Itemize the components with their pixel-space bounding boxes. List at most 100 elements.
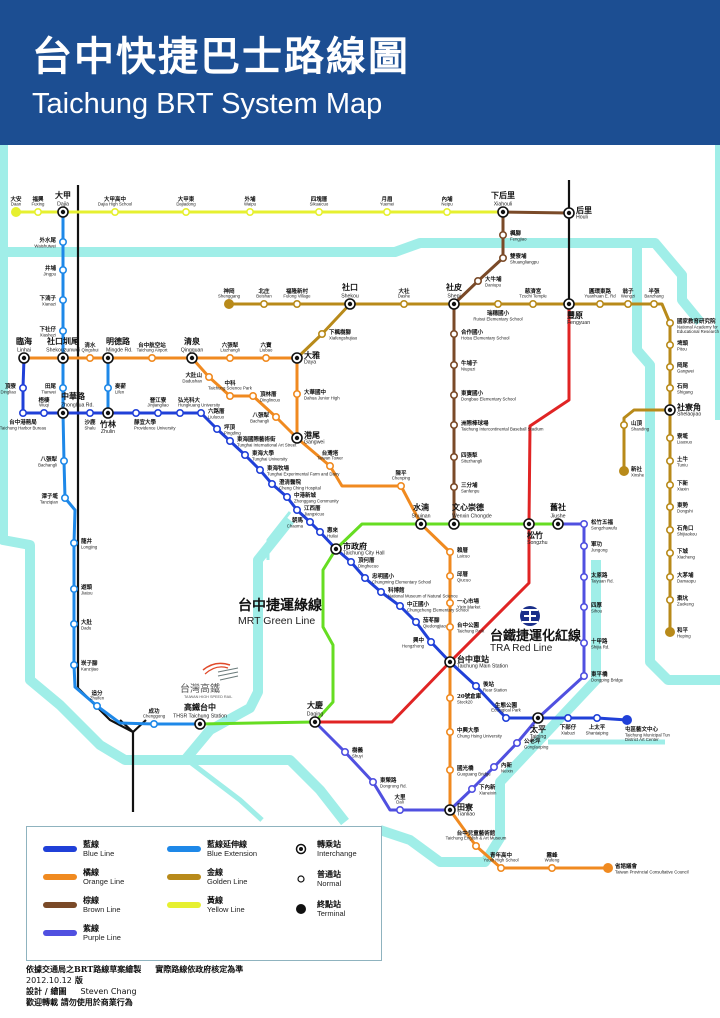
station-chengching[interactable]: 澄清醫院Cheng Ching Hospital (267, 478, 321, 491)
station-chungming[interactable]: 忠明國小Chungming Elementary School (360, 572, 431, 585)
station-ruisui[interactable]: 瑞穗國小Ruisui Elementary School (473, 299, 523, 322)
station-qiedongjiao[interactable]: 茄苳腳Qiedongjiao (411, 616, 447, 629)
station-neipu[interactable]: 內埔Neipu (441, 195, 453, 217)
station-dinglincuo[interactable]: 頂林厝Dinglincuo (249, 390, 281, 403)
station-xiahouli[interactable]: 下后里Xiahouli (491, 190, 515, 218)
station-shigang[interactable]: 石岡Shigang (665, 382, 694, 395)
station-zhuifen[interactable]: 追分Zhuifen (90, 689, 105, 710)
station-waipu[interactable]: 外埔Waipu (244, 195, 257, 217)
station-wuqi[interactable]: 梧棲Wuqi (38, 396, 50, 417)
station-longjing[interactable]: 龍井Longjing (70, 537, 98, 550)
station-xiaxin[interactable]: 下新Xiaxin (665, 479, 690, 492)
station-waishuiwei[interactable]: 外水尾Waishuiwei (34, 236, 67, 249)
station-hotsu[interactable]: 合作國小Hotsu Elementary School (449, 328, 510, 341)
station-situzhangli[interactable]: 四張犁Situzhangli (449, 451, 482, 464)
station-pitou[interactable]: 埤頭Pitou (665, 339, 689, 352)
station-guoguang[interactable]: 國光橋Guoguang Bridge (445, 764, 491, 777)
station-park[interactable]: 台中公園Taichung Park (445, 621, 485, 634)
station-tianwei[interactable]: 田尾Tianwei (41, 382, 67, 395)
station-zhonghua[interactable]: 中華路Zhonghua Rd. (57, 391, 94, 419)
station-dadu[interactable]: 大肚Dadu (70, 618, 93, 631)
station-stock20[interactable]: 20號倉庫Stock20 (445, 692, 482, 705)
station-dongping[interactable]: 東平橋Dongping Bridge (579, 670, 624, 683)
station-songzhu[interactable]: 松竹Songzhu (523, 518, 548, 546)
station-bachangli2[interactable]: 八張犁Bachangli (38, 455, 68, 468)
station-heping[interactable]: 和平Heping (665, 626, 691, 639)
station-huilai[interactable]: 惠來Huilai (315, 526, 339, 539)
station-yuanhuan[interactable]: 圓環東路Yuanhuan E. Rd (584, 287, 616, 308)
station-qiucuo[interactable]: 邱厝Qiucuo (445, 570, 471, 583)
station-shijia[interactable]: 十甲路Shijia Rd. (579, 637, 610, 650)
station-tuniu[interactable]: 土牛Tuniu (665, 455, 689, 468)
station-eco[interactable]: 生態公園Ecological Park (491, 701, 522, 722)
station-xianeixin[interactable]: 下內新Xianeixin (467, 783, 497, 796)
station-xiabuzi[interactable]: 下部仔Xiabuzi (560, 713, 577, 736)
station-qingshui[interactable]: 清水Qingshui (82, 341, 99, 362)
station-museum[interactable]: 科博館National Museum of Natural Science (376, 586, 459, 599)
station-wenxin[interactable]: 文心崇德Wenxin Chongde (448, 502, 492, 530)
station-daniupu[interactable]: 大牛埔Daniupu (473, 275, 502, 288)
station-providence[interactable]: 靜宜大學Providence University (132, 408, 177, 431)
station-shangtaiping[interactable]: 上太平Shantaiping (586, 713, 609, 736)
station-shenggang[interactable]: 神岡Shenggang (218, 287, 241, 309)
station-liaoxuo[interactable]: 寮墘Liaoxuo (665, 432, 693, 445)
station-taiyuan[interactable]: 太原路Taiyuan Rd. (579, 571, 614, 584)
station-linhai[interactable]: 臨海Linhai (16, 336, 32, 364)
station-dinghecuo[interactable]: 頂何厝Dinghecuo (346, 556, 379, 569)
station-thsr[interactable]: 高鐵台中THSR Taichung Station (173, 702, 227, 730)
station-lifen[interactable]: 麥薪Lifen (104, 382, 127, 395)
station-shekouzunwei[interactable]: 社口圳尾Shekouzunwei (46, 336, 80, 364)
station-hengzhong[interactable]: 興中Hengzhong (402, 636, 435, 649)
station-dahua[interactable]: 大華國中Dahua Junior High (292, 388, 340, 401)
station-zhonggang[interactable]: 中港新城Zhonggang Community (282, 491, 340, 504)
station-niupuzi[interactable]: 牛埔子Niupuzi (449, 359, 478, 372)
station-banzhang[interactable]: 半張Banzhang (644, 287, 664, 308)
station-jinjiangliao[interactable]: 晉江寮Jinjiangliao (147, 396, 169, 417)
station-wufeng[interactable]: 霧峰Wufeng (545, 851, 560, 872)
station-kanzijiao[interactable]: 崁子腳Kanzijiao (70, 659, 99, 672)
station-tanziqian[interactable]: 潭子墘Tanziqian (40, 492, 69, 505)
station-shuinan[interactable]: 水湳Shuinan (411, 502, 431, 530)
station-sciencepark[interactable]: 中科Taichung Science Park (208, 379, 253, 400)
station-fulong[interactable]: 福隆新村Fulong Village (283, 287, 311, 308)
station-dajia[interactable]: 大甲Dajia (55, 190, 71, 218)
station-gangwei[interactable]: 港尾Gangwei (291, 430, 324, 446)
station-sihou[interactable]: 四厚Sihou (579, 601, 603, 614)
station-daya[interactable]: 大雅Daya (291, 350, 320, 366)
station-thu[interactable]: 東海大學Tunghai University (241, 449, 288, 462)
station-liuzhangli[interactable]: 六張犁Liuzhangli (220, 341, 240, 362)
station-gonglaoping[interactable]: 公老坪Gonglaoping (512, 737, 549, 750)
station-laicuo[interactable]: 賴厝Laicuo (445, 546, 470, 559)
station-neixin[interactable]: 內新Neixin (489, 761, 514, 774)
station-xiafengshujiao[interactable]: 下楓樹腳Xiafengshujiao (317, 328, 358, 341)
station-houli[interactable]: 后里Houli (563, 205, 592, 221)
station-jingpu[interactable]: 井埔Jingpu (43, 264, 67, 277)
station-cityhall[interactable]: 市政府Taichung City Hall (330, 541, 385, 557)
station-shalu[interactable]: 沙鹿Shalu (84, 408, 96, 431)
station-dadushan[interactable]: 大肚山Dadushan (182, 371, 214, 384)
station-airport[interactable]: 台中航空站Taichung Airport (137, 341, 169, 362)
station-dongrong[interactable]: 東榮路Dongrong Rd. (368, 776, 407, 789)
station-dajiahs[interactable]: 大甲高中Dajia High School (98, 195, 132, 217)
station-taiping[interactable]: 太平Taiping (529, 712, 546, 740)
station-damaopu[interactable]: 大茅埔Damaopu (665, 571, 696, 584)
station-shanding[interactable]: 山頂Shanding (619, 419, 650, 432)
station-artmuseum[interactable]: 台中兒童藝術館Taichung English & Art Museum (446, 829, 507, 850)
station-farm[interactable]: 東海牧場Tunghai Experimental Farm and Dairy (255, 464, 340, 477)
station-yuemei[interactable]: 月眉Yuemei (380, 195, 394, 217)
station-dashe[interactable]: 大社Dashe (398, 287, 411, 308)
station-sanfenpu[interactable]: 三分埔Sanfenpu (449, 481, 480, 494)
station-hungkuang[interactable]: 弘光科大Hungkuang University (176, 396, 221, 417)
station-chaoma[interactable]: 朝馬Chaoma (287, 516, 314, 529)
station-tzuchi[interactable]: 慈濟宮Tzuchi Temple (519, 287, 547, 308)
station-baseball[interactable]: 洲際棒球場Taichung Intercontinental Baseball … (449, 419, 544, 432)
station-dongbao[interactable]: 東寶國小Dongbao Elementary School (449, 389, 516, 402)
station-chenggong[interactable]: 成功Chenggong (143, 707, 166, 728)
station-fengyuan[interactable]: 豐原Fengyuan (563, 298, 590, 326)
station-pingding[interactable]: 坪頂Pingding (213, 423, 242, 436)
station-dingliao[interactable]: 頂寮Dingliao (0, 382, 27, 395)
station-youthhs[interactable]: 青年高中Youth High School (483, 851, 519, 872)
station-yixin[interactable]: 一心市場Yixin Market (445, 597, 481, 610)
station-nawer[interactable]: 國家教育研究院National Academy forEducational R… (665, 317, 720, 334)
station-shelaojiao[interactable]: 社寮角Shelaojiao (664, 402, 701, 418)
